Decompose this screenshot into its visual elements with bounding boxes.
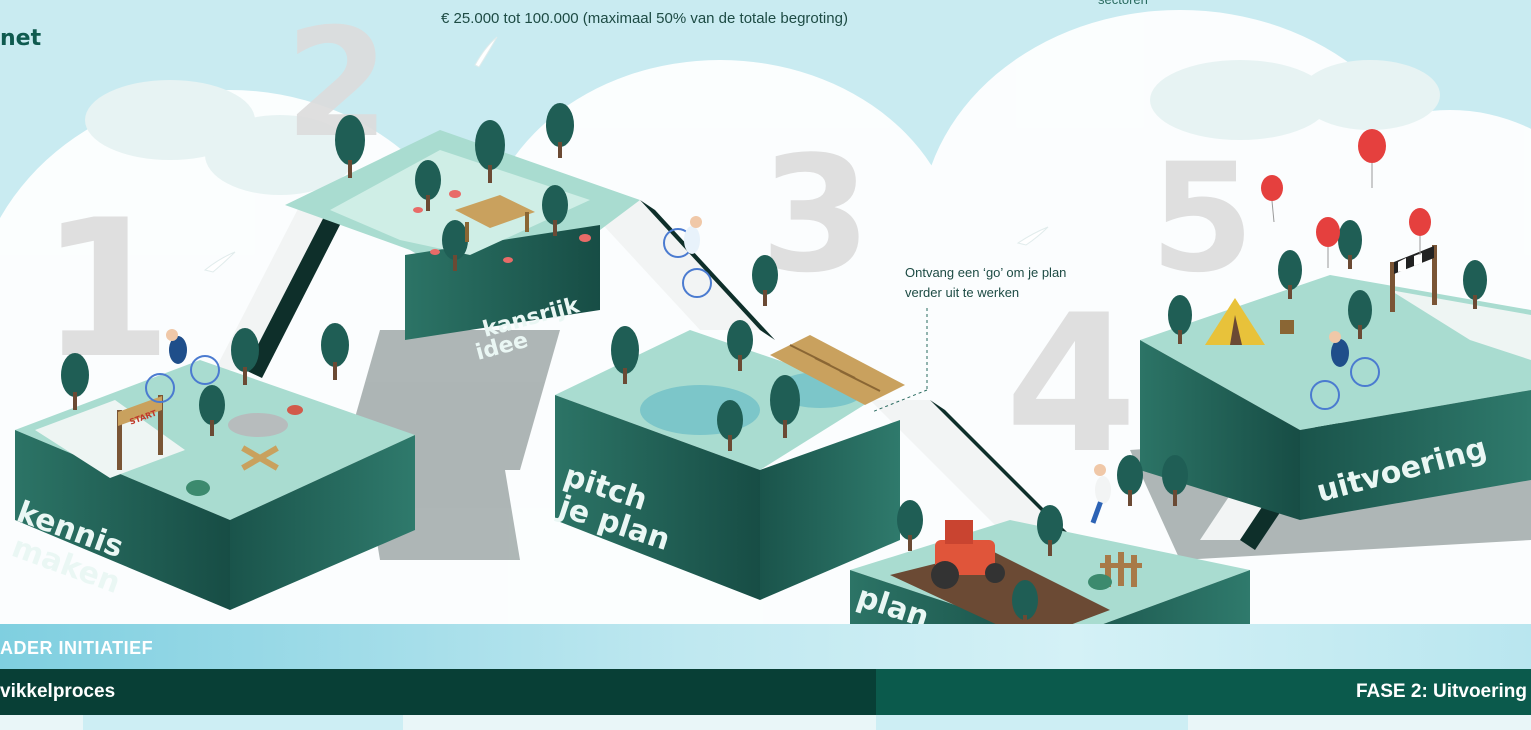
footer-tab-left <box>83 715 403 730</box>
initiative-band: ADER INITIATIEF <box>0 624 1531 669</box>
go-annotation-line2: verder uit te werken <box>905 285 1020 300</box>
mushrooms <box>413 190 591 263</box>
finish-flag <box>1390 245 1437 312</box>
runner <box>1090 464 1111 524</box>
budget-text: € 25.000 tot 100.000 (maximaal 50% van d… <box>441 10 848 27</box>
tent <box>1205 298 1294 345</box>
footer-strip <box>0 715 1531 730</box>
picnic-table <box>455 195 535 242</box>
brand-logo-text: net <box>0 26 42 51</box>
rocks-and-campfire <box>186 405 303 496</box>
number-5: 5 <box>1150 132 1254 306</box>
puffy-clouds <box>85 60 1440 195</box>
number-1: 1 <box>40 179 172 400</box>
process-band: vikkelproces FASE 2: Uitvoering <box>0 669 1531 715</box>
number-4: 4 <box>1005 274 1137 495</box>
go-annotation-line1: Ontvang een ‘go’ om je plan <box>905 265 1067 280</box>
footer-tab-right <box>876 715 1188 730</box>
phase-2-segment <box>876 669 1531 715</box>
go-annotation: Ontvang een ‘go’ om je plan verder uit t… <box>905 263 1125 303</box>
phase-2-label: FASE 2: Uitvoering <box>1355 681 1527 702</box>
platform-3 <box>555 330 900 600</box>
birds <box>203 36 1049 273</box>
top-right-text: sectoren <box>1098 0 1148 7</box>
cyclist-1 <box>145 329 220 403</box>
cyclists <box>145 216 1380 524</box>
balloons <box>1261 129 1431 268</box>
initiative-band-label: ADER INITIATIEF <box>0 638 154 658</box>
number-3: 3 <box>760 121 871 308</box>
platform-1 <box>15 360 415 610</box>
process-band-left-label: vikkelproces <box>0 681 116 702</box>
cyclist-2 <box>663 216 712 298</box>
trees <box>61 103 1487 631</box>
fence <box>1088 552 1142 590</box>
wooden-bridge <box>770 335 905 405</box>
tractor <box>931 520 1005 589</box>
annotation-leader <box>871 308 928 413</box>
cyclist-3 <box>1310 331 1380 410</box>
